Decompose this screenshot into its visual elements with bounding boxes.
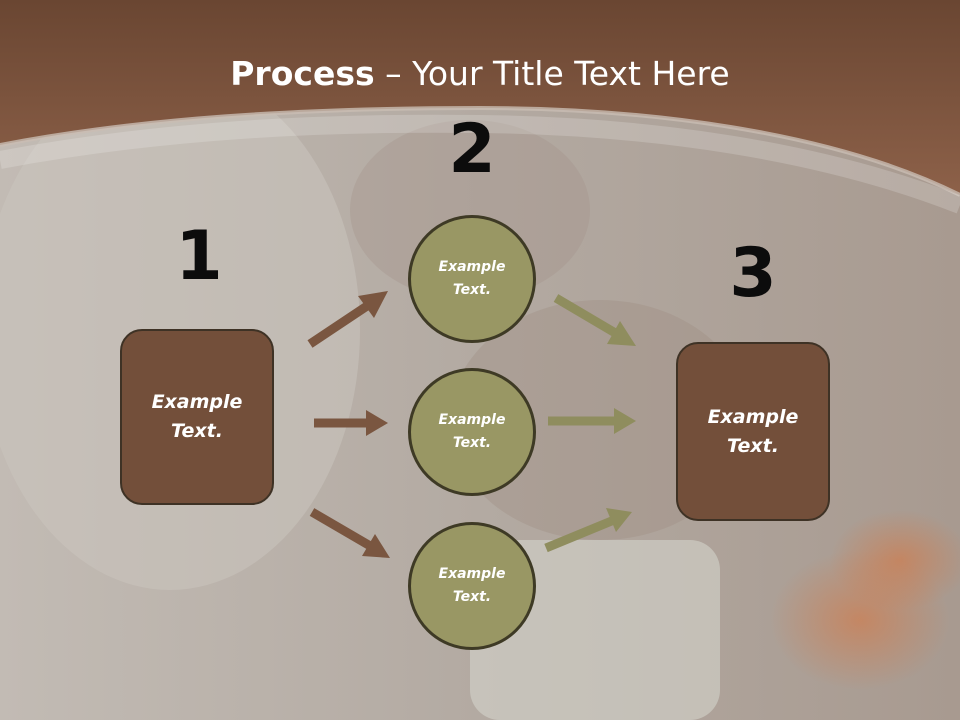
step-number-1: 1 bbox=[175, 217, 223, 296]
step-number-2: 2 bbox=[448, 110, 496, 189]
end-box-text: Example Text. bbox=[707, 405, 799, 457]
circle-middle-text: Example Text. bbox=[438, 412, 506, 451]
arrow-top-to-right bbox=[553, 294, 636, 346]
circle-bottom: Example Text. bbox=[408, 522, 536, 650]
start-box: Example Text. bbox=[120, 329, 274, 505]
step-number-3: 3 bbox=[729, 234, 777, 313]
circle-top: Example Text. bbox=[408, 215, 536, 343]
arrow-left-to-middle bbox=[314, 410, 388, 436]
circle-bottom-text: Example Text. bbox=[438, 566, 506, 605]
arrow-left-to-bottom bbox=[309, 508, 390, 558]
arrow-middle-to-right bbox=[548, 408, 636, 434]
start-box-text: Example Text. bbox=[151, 391, 243, 442]
arrow-bottom-to-right bbox=[544, 508, 632, 553]
circle-top-text: Example Text. bbox=[438, 259, 506, 298]
title-rest: – Your Title Text Here bbox=[374, 54, 730, 93]
title-bold: Process bbox=[230, 54, 375, 93]
circle-middle: Example Text. bbox=[408, 368, 536, 496]
slide-title: Process – Your Title Text Here bbox=[0, 52, 960, 96]
end-box: Example Text. bbox=[676, 342, 830, 521]
arrow-left-to-top bbox=[307, 291, 388, 348]
